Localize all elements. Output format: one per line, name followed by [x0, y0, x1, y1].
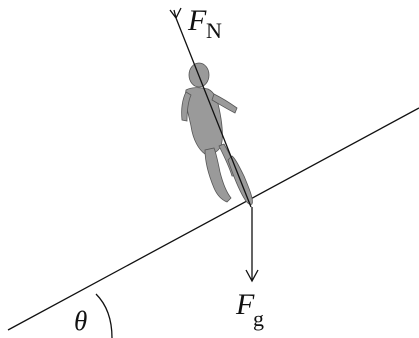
cyclist-left-arm [181, 91, 192, 122]
angle-arc [95, 293, 113, 338]
gravity-force-subscript: g [253, 306, 264, 331]
gravity-force-label: F [235, 288, 255, 321]
gravity-force-arrowhead [245, 269, 259, 283]
normal-force-label: F [187, 4, 207, 37]
angle-label: θ [74, 306, 87, 336]
cyclist-figure [181, 62, 253, 205]
normal-force-arrow [175, 17, 252, 208]
cyclist-left-leg [204, 147, 232, 203]
cyclist-right-arm [211, 93, 238, 114]
normal-force-subscript: N [206, 18, 222, 43]
incline-surface [7, 107, 419, 331]
